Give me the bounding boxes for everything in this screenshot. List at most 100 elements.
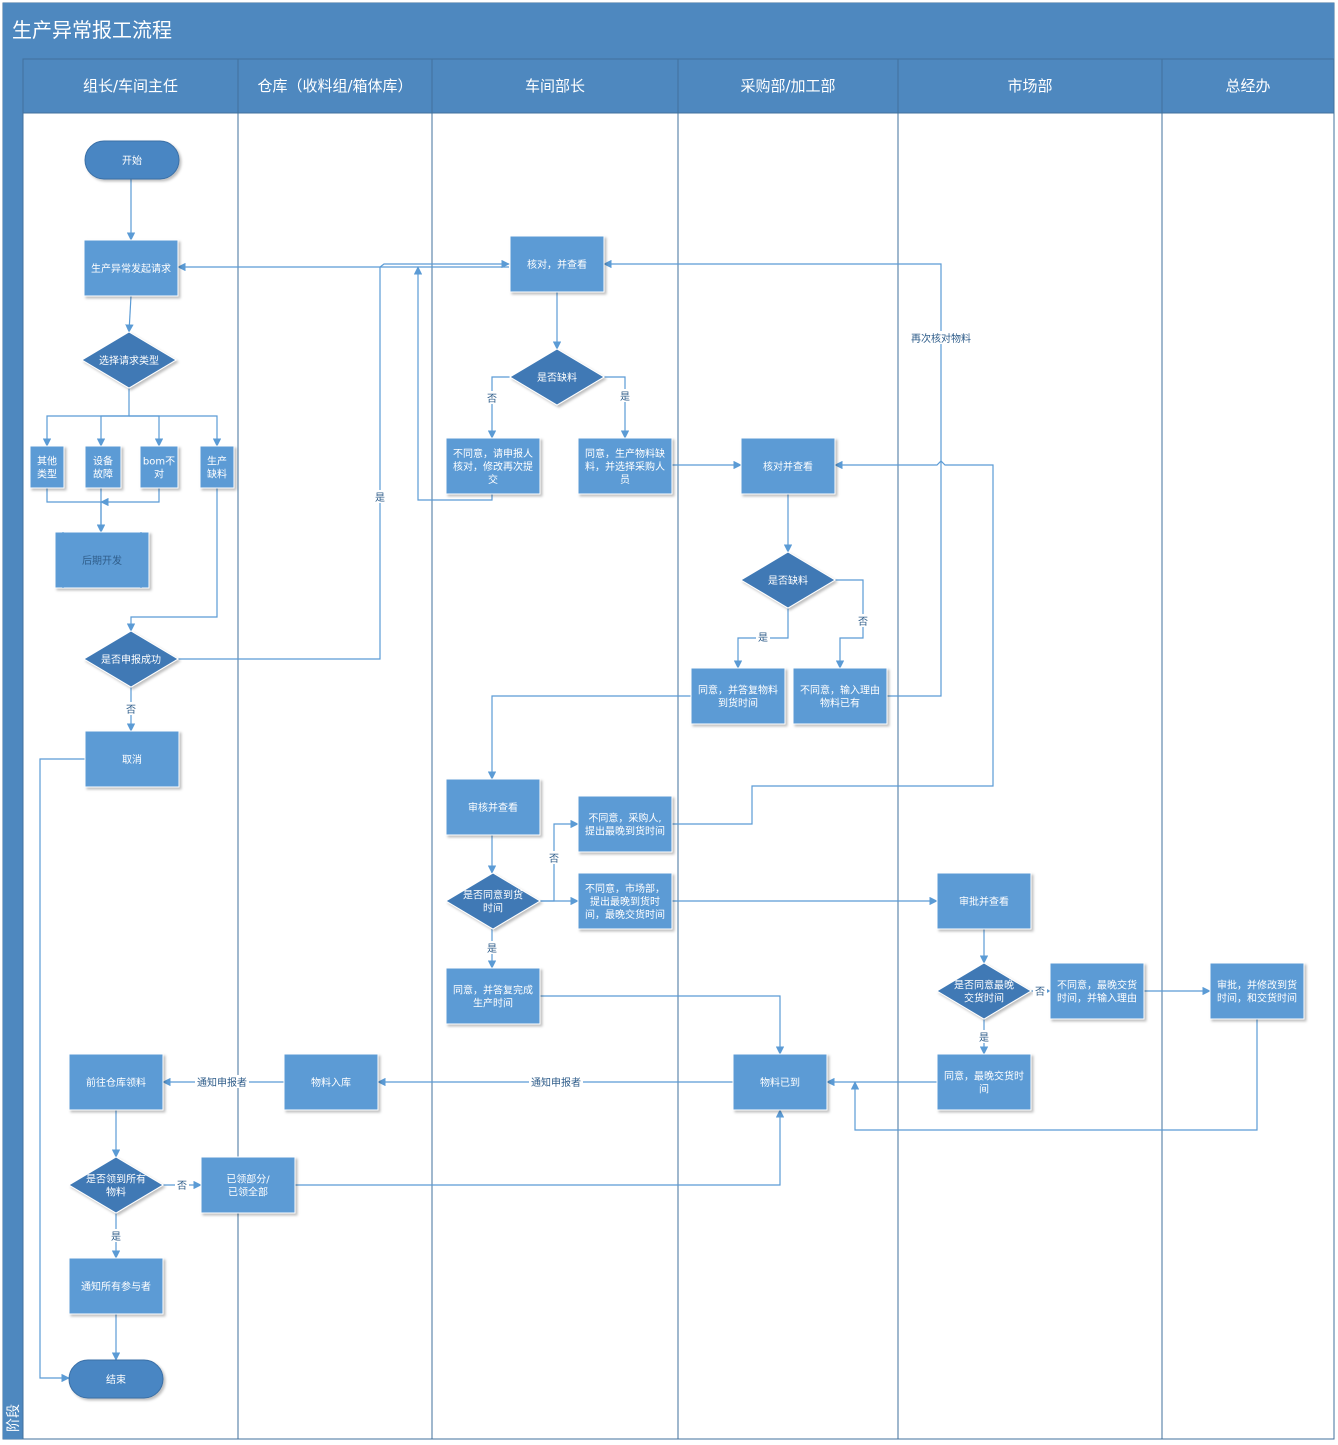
node-shape (936, 872, 1032, 930)
node-label: 选择请求类型 (99, 354, 159, 367)
node-shape (792, 667, 888, 725)
node-label: bom不 (143, 457, 175, 468)
node-shape (81, 331, 177, 389)
edge-label-bg (547, 851, 561, 864)
node-shape (509, 235, 605, 293)
node-label: 到货时间 (718, 697, 758, 710)
diagram-title: 生产异常报工流程 (12, 18, 172, 42)
lane-title-1: 仓库（收料组/箱体库） (257, 77, 412, 95)
node-label: 开始 (122, 154, 142, 167)
connector-3 (96, 415, 129, 447)
node-shape (740, 437, 836, 495)
node-label: 通知所有参与者 (81, 1280, 151, 1293)
node-label: 已领部分/ (226, 1173, 270, 1186)
node-shape (936, 962, 1032, 1020)
node-label: 审核并查看 (468, 801, 518, 814)
node-label: 不同意，市场部， (585, 882, 665, 895)
node-label: 生产异常发起请求 (91, 262, 171, 275)
node-disagree-market: 不同意，市场部，提出最晚到货时间，最晚交货时间 (577, 872, 673, 930)
connector-11 (39, 758, 85, 1383)
connector-21 (835, 579, 864, 669)
node-report-ok: 是否申报成功 (83, 630, 179, 688)
edge-label-bg (485, 391, 499, 404)
node-shape (283, 1053, 379, 1111)
node-label: 不同意，输入理由 (800, 684, 880, 697)
node-is-short1: 是否缺料 (509, 348, 605, 406)
connector-9 (126, 488, 218, 632)
node-shape (83, 630, 179, 688)
lane-header-1 (237, 58, 433, 114)
edge-label-bg (856, 614, 870, 627)
node-label: 是否同意到货 (463, 889, 523, 902)
node-label: 设备 (93, 455, 113, 468)
node-label: 核对，修改再次提 (453, 460, 533, 473)
node-review: 审核并查看 (445, 778, 541, 836)
node-shape (68, 1156, 164, 1214)
edge-label-bg (373, 490, 387, 503)
node-shape (29, 445, 65, 489)
edge-label-bg (124, 702, 138, 715)
node-label: 核对，并查看 (527, 258, 587, 271)
node-stock-in: 物料入库 (283, 1053, 379, 1111)
edge-label-no: 否 (177, 1180, 187, 1192)
edge-label-yes: 是 (487, 943, 497, 955)
node-label: 不同意，采购人, (588, 812, 661, 825)
edge-label-bg (195, 1075, 249, 1088)
edge-label-bg (756, 630, 770, 643)
node-label: 物料入库 (311, 1076, 351, 1089)
connector-28 (672, 460, 994, 825)
lane-title-0: 组长/车间主任 (83, 77, 178, 95)
node-label: 同意，最晚交货时 (944, 1070, 1024, 1083)
stage-bar (3, 59, 23, 1439)
node-label: 生产 (207, 455, 227, 468)
swimlanes: 组长/车间主任仓库（收料组/箱体库）车间部长采购部/加工部市场部总经办 (22, 58, 1335, 1439)
node-label: 审批并查看 (959, 895, 1009, 908)
node-shape (577, 437, 673, 495)
lane-header-0 (22, 58, 239, 114)
node-shape (445, 872, 541, 930)
node-label: 间，最晚交货时间 (585, 908, 665, 921)
edge-label-yes: 是 (111, 1231, 121, 1243)
node-shape (1209, 962, 1305, 1020)
node-label: 不同意，最晚交货 (1057, 979, 1137, 992)
node-label: 取消 (122, 753, 142, 766)
node-label: 同意，生产物料缺 (585, 447, 665, 460)
connector-15 (487, 376, 510, 439)
edge-label-bg (109, 1229, 123, 1242)
node-later-dev: 后期开发 (54, 531, 150, 589)
node-label: 不同意，请申报人 (453, 447, 533, 460)
node-label: 前往仓库领料 (86, 1076, 146, 1089)
node-disagree-buyer: 不同意，采购人,提出最晚到货时间 (577, 795, 673, 853)
node-shape (84, 730, 180, 788)
node-label: 对 (154, 468, 164, 481)
lane-title-4: 市场部 (1007, 77, 1052, 95)
node-label: 已领全部 (228, 1186, 268, 1199)
node-label: 生产时间 (473, 997, 513, 1010)
node-label: 是否缺料 (537, 371, 577, 384)
node-request: 生产异常发起请求 (83, 239, 179, 297)
node-verify2: 核对并查看 (740, 437, 836, 495)
node-label: 物料已有 (820, 697, 860, 710)
title-bar (3, 3, 1334, 59)
node-end: 结束 (68, 1359, 164, 1399)
connector-1 (125, 295, 134, 333)
node-shape (68, 1053, 164, 1111)
node-shape (84, 140, 180, 180)
node-approve-check: 审批并查看 (936, 872, 1032, 930)
node-shape (139, 445, 179, 489)
node-verify: 核对，并查看 (509, 235, 605, 293)
node-label: 审批，并修改到货 (1217, 979, 1297, 992)
node-shape (68, 1257, 164, 1315)
node-choose-type: 选择请求类型 (81, 331, 177, 389)
node-material-arrived: 物料已到 (732, 1053, 828, 1111)
connector-36 (540, 995, 785, 1055)
node-shape (577, 795, 673, 853)
